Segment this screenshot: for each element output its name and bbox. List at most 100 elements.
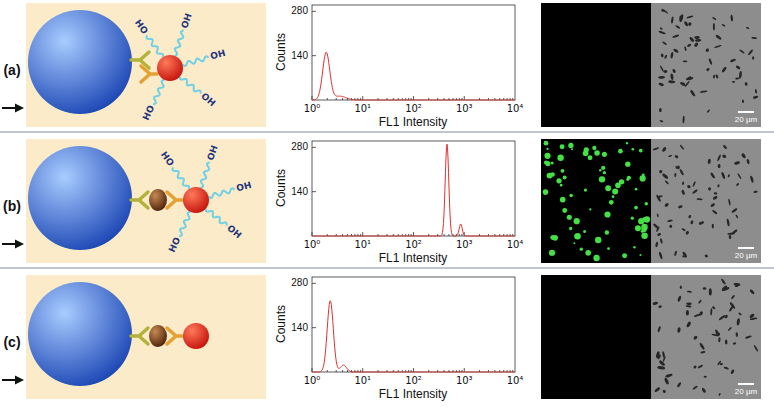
fluorescent-dot: [571, 148, 573, 150]
fluorescence-image: [541, 139, 651, 263]
hydroxyl-label: HO: [142, 105, 157, 123]
arrow-head: [15, 240, 24, 249]
peg-chain: [206, 208, 227, 225]
particle-speck: [664, 377, 670, 385]
fluorescent-dot: [563, 176, 567, 180]
fluorescent-dot: [640, 175, 646, 181]
peg-chain: [174, 30, 183, 55]
particle-speck: [656, 194, 662, 202]
axis-tick: [327, 370, 328, 372]
axis-tick: [312, 283, 316, 284]
axis-tick-label: 140: [291, 323, 308, 333]
peg-chain: [179, 212, 190, 236]
axis-tick: [362, 96, 363, 100]
antibody-symbol: [141, 66, 157, 82]
histogram-curve: [312, 301, 515, 372]
particle-speck: [706, 67, 710, 71]
fluorescent-dot: [567, 215, 572, 220]
fluorescent-dot: [569, 227, 572, 230]
particle-speck: [753, 345, 758, 352]
fluorescent-dot: [544, 141, 549, 146]
particle-speck: [698, 299, 702, 304]
particle-speck: [655, 241, 659, 247]
axis-title: Counts: [275, 33, 287, 71]
axis-tick-label: 10⁰: [304, 376, 321, 386]
fluorescent-dot: [594, 150, 600, 156]
particle-speck: [688, 214, 692, 218]
fluorescent-dot: [561, 169, 565, 173]
particle-speck: [686, 310, 689, 316]
particle-speck: [661, 8, 668, 14]
particle-speck: [722, 154, 727, 159]
fluorescent-dot: [543, 189, 549, 195]
fluorescent-dot: [557, 155, 563, 161]
particle-speck: [654, 387, 661, 393]
axis-tick-label: 10²: [405, 104, 422, 114]
axis-tick: [312, 368, 313, 372]
particle-speck: [659, 108, 662, 112]
particle-speck: [720, 363, 723, 365]
particle-speck: [683, 60, 688, 62]
fluorescent-dot: [556, 178, 561, 183]
particle-speck: [721, 23, 725, 27]
panel-letter: (c): [3, 335, 20, 349]
particle-speck: [745, 335, 752, 339]
particle-speck: [693, 335, 698, 340]
axis-tick: [312, 327, 316, 328]
particle-speck: [661, 10, 665, 12]
particle-speck: [686, 15, 693, 19]
particle-speck: [652, 301, 658, 305]
particle-speck: [712, 17, 717, 21]
axis-tick: [362, 368, 363, 372]
particle-speck: [658, 30, 666, 35]
particle-speck: [737, 173, 742, 180]
particle-speck: [698, 221, 704, 226]
particle-speck: [662, 173, 669, 180]
particle-speck: [677, 165, 680, 169]
particle-speck: [681, 189, 686, 195]
entry-arrow: [2, 107, 17, 109]
fluorescent-dot: [588, 155, 593, 160]
particle-speck: [655, 351, 660, 359]
axis-tick-label: 10³: [456, 376, 473, 386]
axis-tick-label: 10⁴: [507, 104, 524, 114]
hydroxyl-label: HO: [133, 18, 149, 36]
particle-speck: [672, 34, 679, 38]
hydroxyl-label: HO: [168, 237, 183, 255]
particle-speck: [710, 203, 716, 208]
fluorescent-dot: [549, 250, 555, 256]
particle-speck: [722, 144, 727, 149]
axis-tick-label: 280: [291, 142, 308, 152]
particle-speck: [686, 302, 692, 305]
particle-speck: [682, 116, 684, 124]
axis-tick-label: 140: [291, 51, 308, 61]
fluorescent-dot: [568, 143, 573, 148]
axis-tick: [444, 234, 445, 236]
axis-tick-label: 10⁰: [304, 104, 321, 114]
particle-speck: [713, 23, 715, 31]
axis-tick: [312, 191, 316, 192]
particle-speck: [730, 15, 733, 22]
fluorescent-dot: [569, 194, 573, 198]
particle-speck: [714, 192, 718, 195]
fluorescent-dot: [551, 235, 555, 239]
particle-speck: [717, 154, 722, 161]
particle-speck: [700, 351, 705, 354]
particle-speck: [704, 254, 708, 257]
particle-speck: [713, 75, 715, 79]
hydroxyl-label: OH: [206, 144, 220, 161]
particle-speck: [673, 48, 679, 53]
particle-speck: [747, 49, 753, 56]
particle-speck: [658, 251, 663, 259]
particle-speck: [705, 48, 709, 53]
particle-speck: [752, 56, 754, 60]
particle-speck: [690, 220, 694, 225]
particle-speck: [751, 37, 757, 40]
particle-speck: [679, 168, 684, 175]
fluorescent-dot: [641, 227, 646, 232]
particle-speck: [735, 65, 741, 70]
fluorescent-dot: [635, 225, 641, 231]
entry-arrow: [2, 379, 17, 381]
